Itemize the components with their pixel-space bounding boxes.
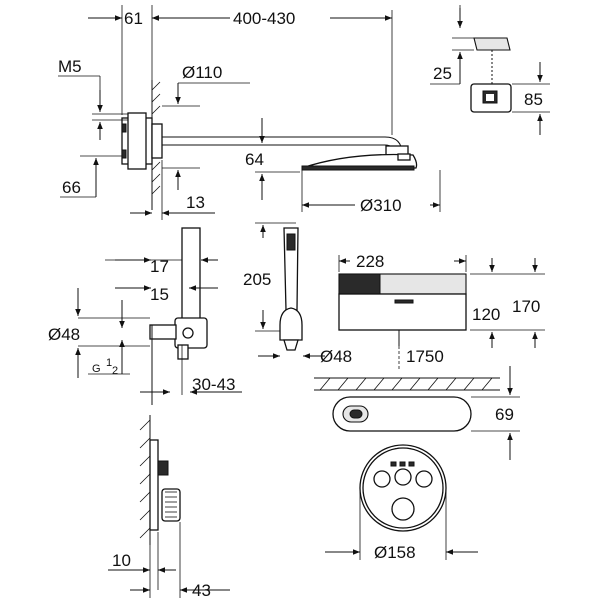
shelf-unit: 228 120 170 1750 xyxy=(338,252,545,370)
dim-43: 43 xyxy=(192,581,211,600)
dim-64: 64 xyxy=(245,150,264,169)
dim-13: 13 xyxy=(186,193,205,212)
dim-17: 17 xyxy=(150,257,169,276)
inwall-knob xyxy=(161,488,181,522)
dim-15: 15 xyxy=(150,285,169,304)
shelf-button-row xyxy=(394,299,414,304)
dim-61: 61 xyxy=(124,9,143,28)
dim-m5: M5 xyxy=(58,57,82,76)
dim-1750: 1750 xyxy=(406,347,444,366)
dim-g: G xyxy=(92,363,101,375)
control-button-3 xyxy=(415,470,433,488)
dim-400-430: 400-430 xyxy=(233,9,295,28)
connector-cap xyxy=(473,37,511,51)
dim-205: 205 xyxy=(243,270,271,289)
shelf-side-view: 69 xyxy=(314,366,520,460)
dim-30-43: 30-43 xyxy=(192,375,235,394)
inwall-body: 10 43 xyxy=(108,415,230,600)
control-plate: Ø158 xyxy=(325,444,478,562)
shower-head-assembly: 61 400-430 M5 66 Ø110 13 6 xyxy=(58,5,441,220)
dim-158: Ø158 xyxy=(374,543,416,562)
dim-25: 25 xyxy=(433,64,452,83)
inwall-button xyxy=(157,460,169,476)
inwall-plate xyxy=(149,439,159,531)
arm-rosette xyxy=(151,123,163,159)
control-button-1 xyxy=(373,470,391,488)
control-knob xyxy=(391,497,415,521)
dim-110: Ø110 xyxy=(182,63,222,82)
dim-48a: Ø48 xyxy=(48,325,80,344)
control-button-2 xyxy=(394,468,412,486)
wall-mount-plate xyxy=(127,112,147,170)
shelf-body xyxy=(338,293,467,331)
dim-120: 120 xyxy=(472,305,500,324)
dim-g-sub: 2 xyxy=(112,365,118,377)
connector-box: 25 85 xyxy=(430,5,550,135)
dim-310: Ø310 xyxy=(360,196,402,215)
dim-g-sup: 1 xyxy=(106,357,112,369)
dim-69: 69 xyxy=(495,405,514,424)
dim-170: 170 xyxy=(512,297,540,316)
wall-outlet xyxy=(149,324,177,340)
dim-228: 228 xyxy=(356,252,384,271)
shelf-side-profile xyxy=(332,396,472,432)
dim-48b: Ø48 xyxy=(320,347,352,366)
hand-shower-holder: 17 15 Ø48 G 1 2 30-43 xyxy=(48,227,242,405)
hand-shower: 205 Ø48 xyxy=(243,222,352,366)
dim-85: 85 xyxy=(524,90,543,109)
hand-shower-holder-cup xyxy=(279,307,303,341)
wall-hatch-top xyxy=(151,81,161,195)
shower-head xyxy=(301,153,418,169)
dim-66: 66 xyxy=(62,178,81,197)
dim-10: 10 xyxy=(112,551,131,570)
holder-bar xyxy=(181,227,201,324)
